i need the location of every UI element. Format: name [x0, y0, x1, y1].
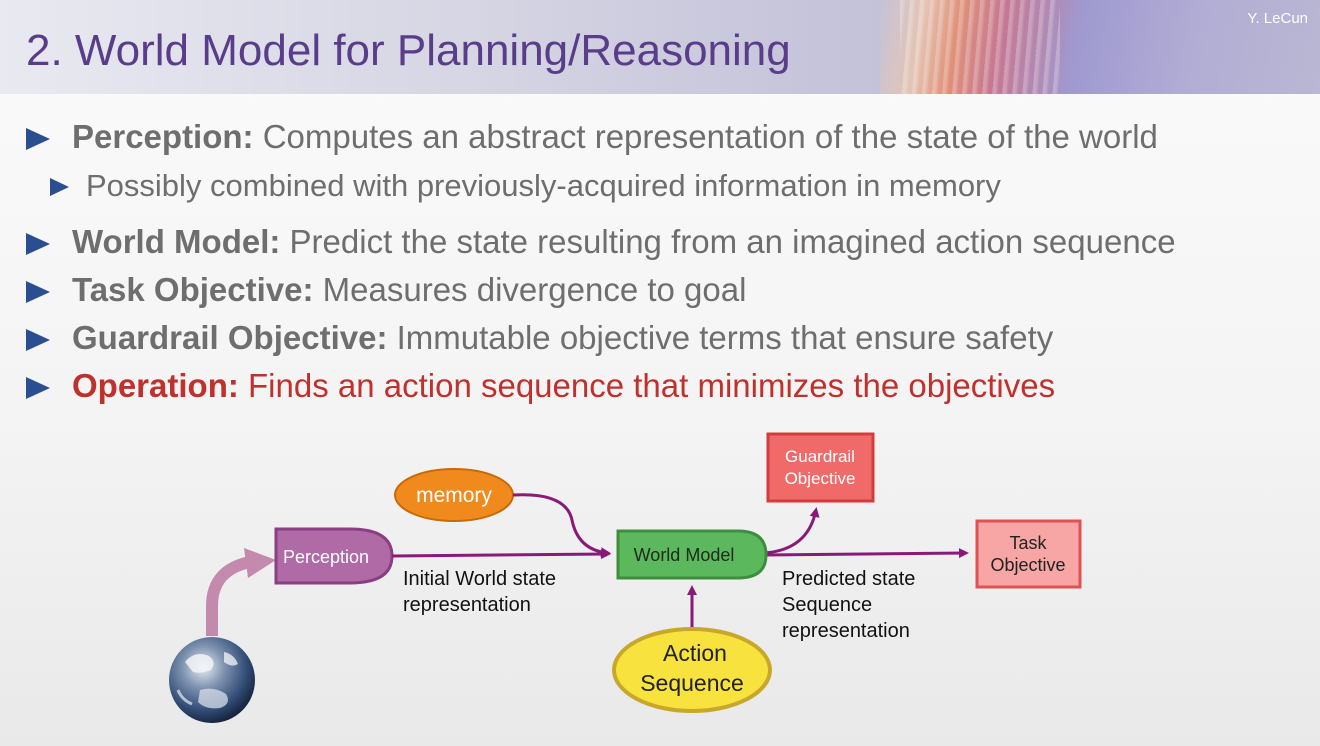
memory-to-world-model-arrow	[512, 493, 611, 558]
bullet-marker-icon	[26, 377, 50, 399]
bullet-guardrail-objective: Guardrail Objective: Immutable objective…	[72, 319, 1053, 357]
bullet-marker-icon	[26, 233, 50, 255]
bullet-marker-icon	[26, 329, 50, 351]
predicted-state-label-line2: Sequence	[782, 594, 872, 616]
task-label-line1: Task	[1009, 533, 1047, 553]
world-model-to-task-arrow	[763, 548, 969, 559]
predicted-state-label-line1: Predicted state	[782, 568, 915, 590]
bullet-text: Measures divergence to goal	[313, 271, 747, 308]
bullet-lead: Task Objective:	[72, 271, 314, 308]
perception-to-world-model-arrow	[391, 549, 611, 560]
bullet-lead: Operation:	[72, 367, 239, 404]
bullet-task-objective: Task Objective: Measures divergence to g…	[72, 271, 746, 309]
bullet-world-model: World Model: Predict the state resulting…	[72, 223, 1176, 261]
perception-label: Perception	[283, 547, 369, 567]
bullet-operation: Operation: Finds an action sequence that…	[72, 367, 1055, 405]
bullet-marker-icon	[26, 128, 50, 150]
guardrail-objective-node: Guardrail Objective	[766, 432, 875, 503]
bullet-text: Predict the state resulting from an imag…	[280, 223, 1176, 260]
guardrail-label-line2: Objective	[785, 469, 856, 488]
bullet-lead: Guardrail Objective:	[72, 319, 388, 356]
initial-state-label-line2: representation	[403, 594, 531, 616]
memory-label: memory	[416, 484, 492, 507]
perception-node: Perception	[274, 527, 394, 585]
bullet-text: Computes an abstract representation of t…	[253, 118, 1158, 155]
author-credit: Y. LeCun	[1247, 10, 1308, 27]
bullet-memory-sub: Possibly combined with previously-acquir…	[86, 168, 1001, 204]
world-model-label: World Model	[634, 545, 735, 565]
world-model-node: World Model	[616, 529, 768, 580]
action-label-line2: Sequence	[640, 670, 744, 696]
initial-state-label-line1: Initial World state	[403, 568, 556, 590]
task-objective-node: Task Objective	[975, 519, 1082, 589]
header-decoration	[880, 0, 1320, 94]
action-label-line1: Action	[663, 640, 727, 666]
world-model-to-guardrail-arrow	[763, 507, 820, 555]
earth-icon	[169, 637, 255, 723]
bullet-text: Finds an action sequence that minimizes …	[238, 367, 1056, 404]
bullet-perception: Perception: Computes an abstract represe…	[72, 118, 1158, 156]
bullet-text: Possibly combined with previously-acquir…	[86, 168, 1001, 203]
earth-to-perception-arrow	[206, 548, 276, 636]
memory-node: memory	[394, 468, 514, 522]
header-decoration-streaks	[900, 0, 1060, 94]
bullet-marker-icon	[26, 281, 50, 303]
bullet-text: Immutable objective terms that ensure sa…	[387, 319, 1054, 356]
slide-header: 2. World Model for Planning/Reasoning Y.…	[0, 0, 1320, 94]
slide-title: 2. World Model for Planning/Reasoning	[26, 26, 791, 75]
action-sequence-node: Action Sequence	[612, 627, 772, 713]
task-label-line2: Objective	[990, 555, 1065, 575]
sub-bullet-marker-icon	[50, 178, 69, 196]
bullet-lead: World Model:	[72, 223, 281, 260]
bullet-lead: Perception:	[72, 118, 254, 155]
predicted-state-label-line3: representation	[782, 620, 910, 642]
guardrail-label-line1: Guardrail	[785, 447, 855, 466]
